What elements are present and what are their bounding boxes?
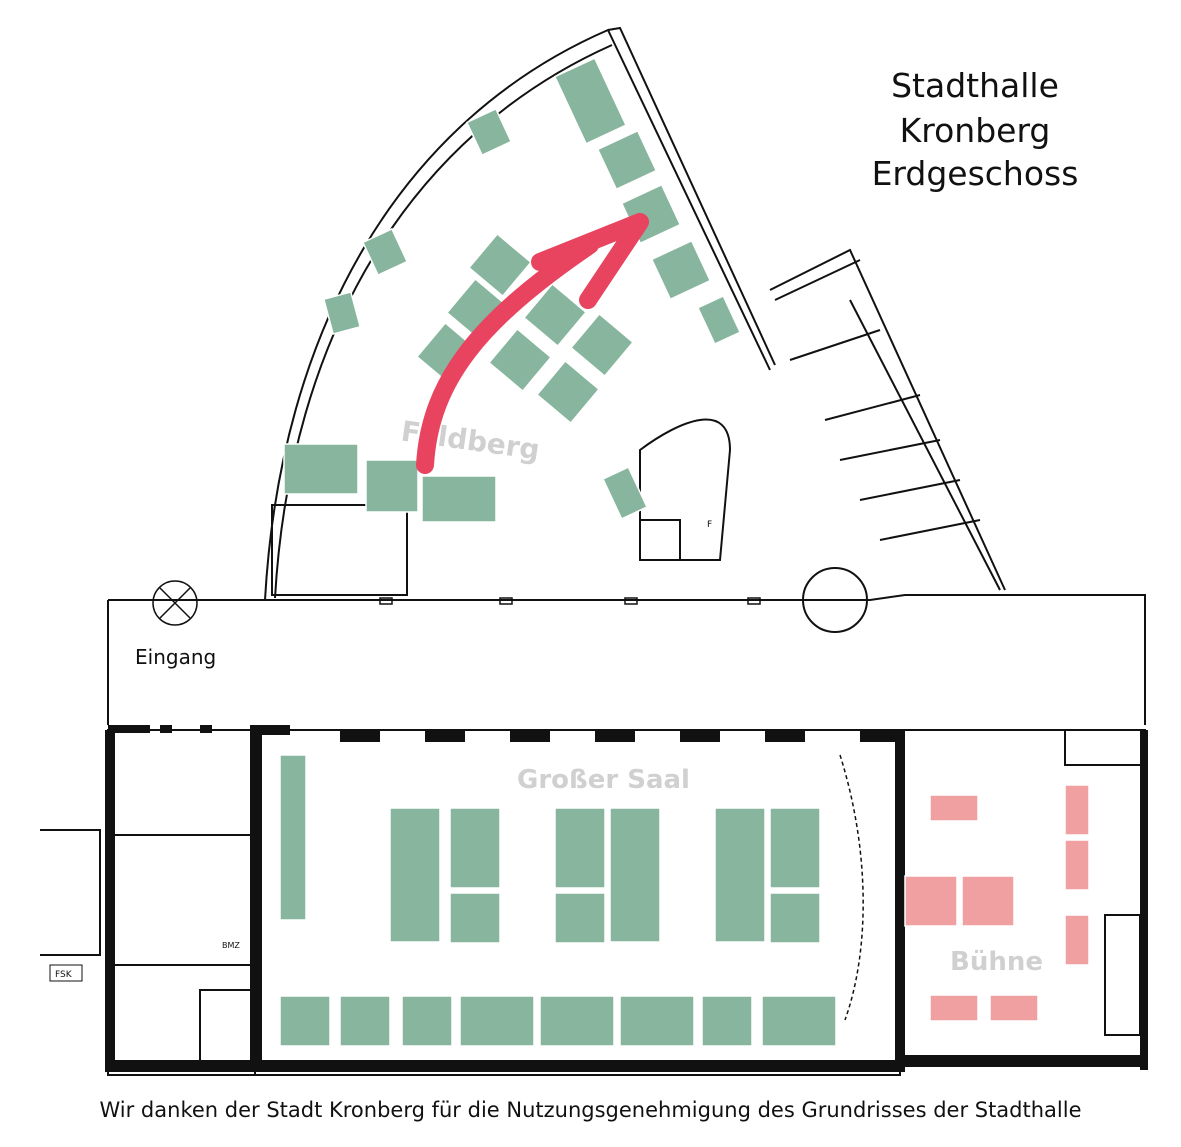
windows <box>152 580 761 626</box>
room-label-buehne: Bühne <box>950 947 1043 977</box>
credit-line: Wir danken der Stadt Kronberg für die Nu… <box>99 1098 1082 1122</box>
room-label-eingang: Eingang <box>135 645 217 669</box>
wall-fills <box>105 725 1148 1072</box>
room-label-grosser-saal: Großer Saal <box>517 765 690 795</box>
bmz-label: BMZ <box>222 941 240 950</box>
stage-tables <box>904 784 1090 1022</box>
title-line-3: Erdgeschoss <box>871 154 1079 193</box>
title-line-2: Kronberg <box>899 111 1051 150</box>
spiral-stair <box>802 567 868 633</box>
fsk-label: FSK <box>55 970 73 980</box>
stage-edge <box>839 754 864 1021</box>
f-label: F <box>707 520 712 530</box>
route-arrow <box>416 213 649 474</box>
title-line-1: Stadthalle <box>891 66 1059 105</box>
saal-tables <box>279 754 837 1047</box>
